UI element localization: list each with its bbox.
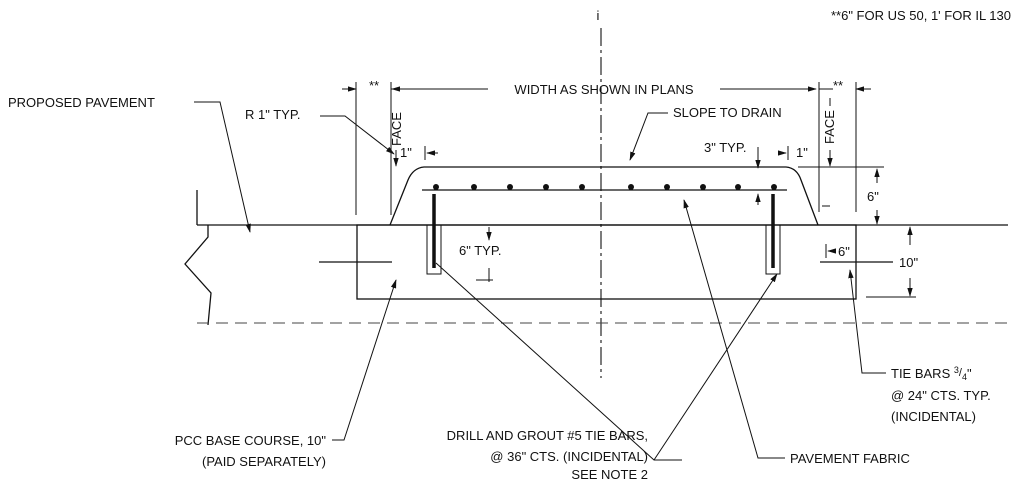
tie-bars-suffix: " [967, 366, 972, 381]
rebar-dot [543, 184, 549, 190]
rebar-dot [735, 184, 741, 190]
face-label-left: FACE [389, 112, 404, 146]
drill-grout-label-line2: @ 36" CTS. (INCIDENTAL) [490, 449, 648, 464]
slope-leader [629, 112, 668, 161]
pcc-base-leader [332, 279, 397, 441]
tie-bars-leader [848, 269, 886, 374]
rebar-dot [579, 184, 585, 190]
ten-inch-label: 10" [899, 255, 918, 270]
tie-bars-label-line2: @ 24" CTS. TYP. [891, 388, 991, 403]
tie-bars-label-line1: TIE BARS 3/4" [891, 365, 972, 382]
star-label-right: ** [833, 78, 843, 93]
proposed-pavement-label: PROPOSED PAVEMENT [8, 95, 155, 110]
proposed-pavement-leader [194, 101, 251, 233]
radius-leader [320, 115, 395, 155]
face-label-right: FACE [822, 110, 837, 144]
rebar-dot [628, 184, 634, 190]
rebar-dot [664, 184, 670, 190]
radius-label: R 1" TYP. [245, 107, 300, 122]
pcc-base-course [356, 224, 857, 300]
pcc-base-label-line1: PCC BASE COURSE, 10" [175, 433, 327, 448]
fabric-label: PAVEMENT FABRIC [790, 451, 910, 466]
pcc-base-label-line2: (PAID SEPARATELY) [202, 454, 326, 469]
drill-grout-leader-right [653, 273, 778, 461]
median-curb-outline [389, 166, 819, 226]
tie-bars-fraction-num: 3 [954, 365, 959, 375]
three-typ-label: 3" TYP. [704, 140, 746, 155]
width-label: WIDTH AS SHOWN IN PLANS [514, 82, 693, 97]
drill-grout-label-line3: SEE NOTE 2 [571, 467, 648, 480]
centerline-mark: i [597, 8, 600, 23]
tie-bars-fraction-den: 4 [962, 372, 967, 382]
drill-grout-label-line1: DRILL AND GROUT #5 TIE BARS, [447, 428, 648, 443]
top-note: **6" FOR US 50, 1' FOR IL 130 [831, 8, 1011, 23]
rebar-dot [433, 184, 439, 190]
break-line [184, 225, 212, 326]
tie-bars-prefix: TIE BARS [891, 366, 954, 381]
tie-bars-label-line3: (INCIDENTAL) [891, 409, 976, 424]
fabric-leader [683, 199, 785, 459]
six-inch-small-label: 6" [838, 244, 850, 259]
six-inch-right-label: 6" [867, 189, 879, 204]
rebar-dot [507, 184, 513, 190]
star-label-left: ** [369, 78, 379, 93]
six-typ-label: 6" TYP. [459, 243, 501, 258]
rebar-dots [433, 184, 777, 190]
one-inch-right-label: 1" [796, 145, 808, 160]
rebar-dot [771, 184, 777, 190]
slope-label: SLOPE TO DRAIN [673, 105, 782, 120]
rebar-dot [700, 184, 706, 190]
rebar-dot [471, 184, 477, 190]
tie-bars-fraction-slash: / [959, 367, 963, 379]
one-inch-left-label: 1" [400, 145, 412, 160]
